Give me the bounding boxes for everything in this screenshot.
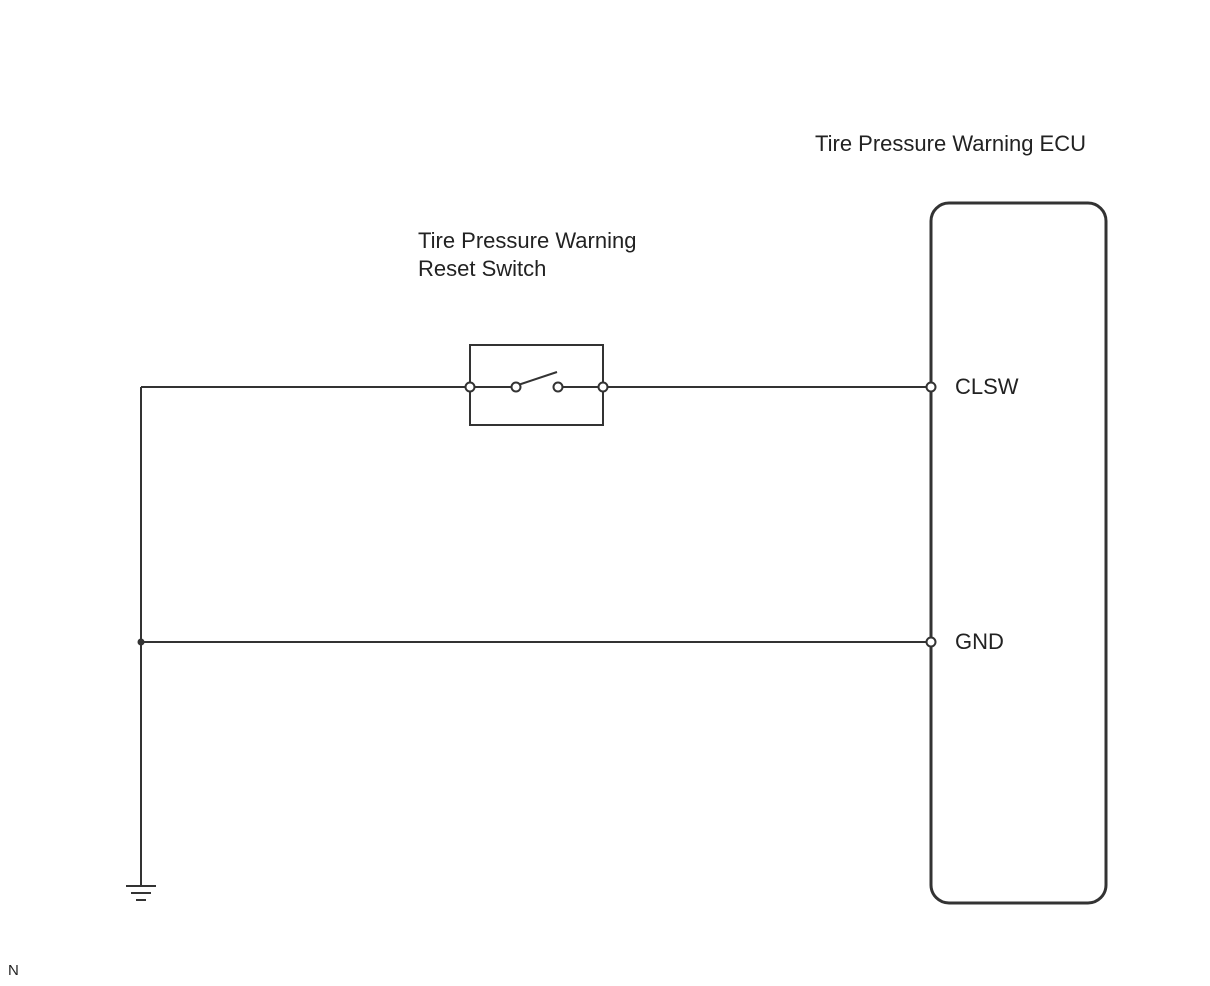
clsw-terminal [925, 381, 937, 393]
pin-label-clsw: CLSW [955, 374, 1019, 399]
pin-label-gnd: GND [955, 629, 1004, 654]
ecu-label: Tire Pressure Warning ECU [815, 131, 1086, 156]
switch-label-line2: Reset Switch [418, 256, 547, 281]
switch-lever [517, 371, 558, 386]
switch-label-line1: Tire Pressure Warning [418, 228, 637, 253]
corner-mark: N [8, 962, 19, 979]
reset-switch-box [469, 344, 604, 426]
junction-dot [137, 638, 145, 646]
switch-contact-left [510, 381, 522, 393]
switch-terminal-right [597, 381, 609, 393]
ecu-box [929, 201, 1108, 905]
gnd-terminal [925, 636, 937, 648]
switch-contact-right [552, 381, 564, 393]
switch-terminal-left [464, 381, 476, 393]
